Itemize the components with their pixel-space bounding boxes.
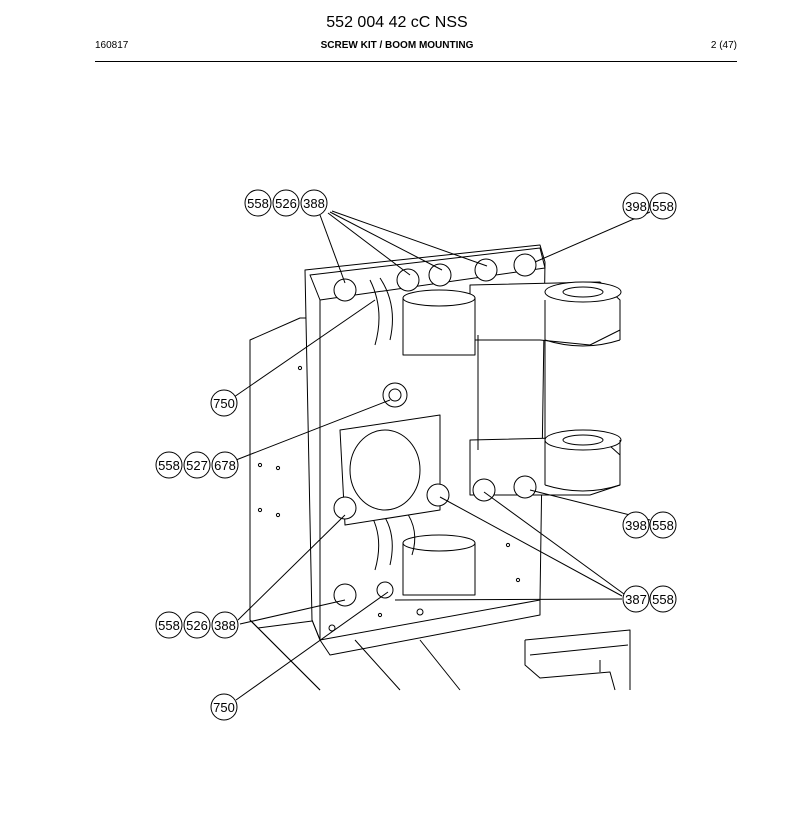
callout-number: 558 [247, 196, 269, 211]
callout-low-right: 387 558 [622, 585, 677, 613]
callout-number: 387 [625, 592, 647, 607]
callout-top-left: 558 526 388 [244, 189, 328, 217]
callout-number: 558 [652, 199, 674, 214]
callout-number: 750 [213, 700, 235, 715]
callout-mid-right: 398 558 [622, 511, 677, 539]
callout-number: 558 [652, 518, 674, 533]
callout-number: 558 [652, 592, 674, 607]
callout-number: 678 [214, 458, 236, 473]
leader-lines [233, 210, 651, 701]
callout-number: 388 [303, 196, 325, 211]
callout-750-upper: 750 [210, 389, 238, 417]
callout-number: 398 [625, 199, 647, 214]
mounting-bracket-illustration [249, 244, 631, 691]
callout-number: 558 [158, 618, 180, 633]
callout-number: 526 [275, 196, 297, 211]
callout-number: 526 [186, 618, 208, 633]
section-title: SCREW KIT / BOOM MOUNTING [320, 40, 474, 51]
callout-number: 750 [213, 396, 235, 411]
callout-top-right: 398 558 [622, 192, 677, 220]
callout-low-left: 558 526 388 [155, 611, 239, 639]
document-number: 552 004 42 cC NSS [326, 14, 468, 31]
callout-750-lower: 750 [210, 693, 238, 721]
header-rule [95, 61, 737, 62]
callout-number: 527 [186, 458, 208, 473]
date-code: 160817 [95, 40, 129, 51]
callout-number: 558 [158, 458, 180, 473]
callout-number: 398 [625, 518, 647, 533]
page-number: 2 (47) [710, 40, 737, 51]
callout-mid-left: 558 527 678 [155, 451, 239, 479]
callout-number: 388 [214, 618, 236, 633]
